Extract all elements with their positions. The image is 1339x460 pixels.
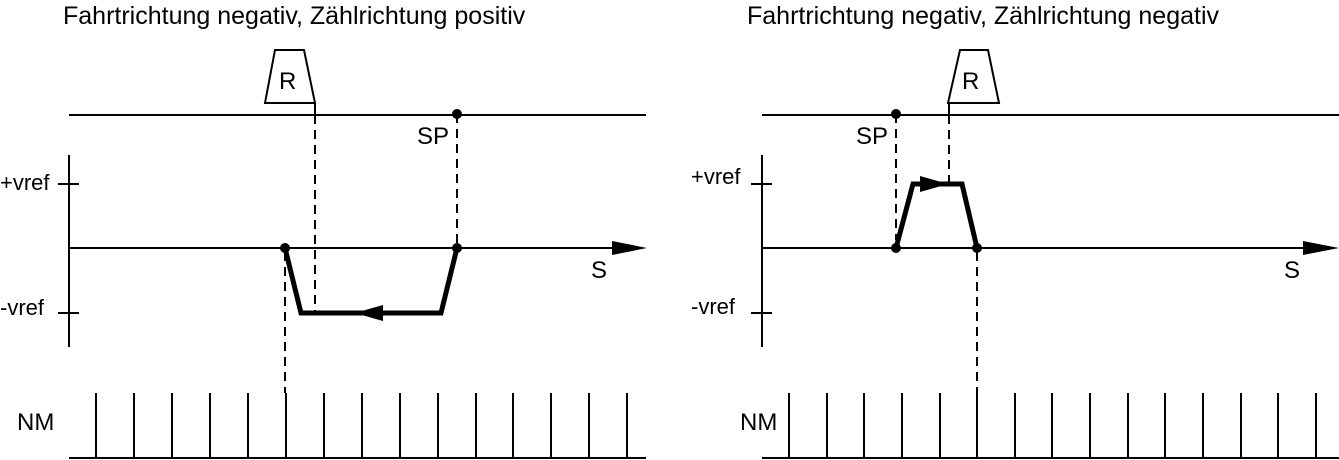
reference-cam: R: [946, 49, 1001, 104]
distance-axis-label: S: [1284, 257, 1300, 284]
direction-arrow-right-icon: [920, 176, 948, 192]
profile-start-dot: [891, 243, 901, 253]
velocity-profile: [893, 181, 980, 249]
pos-vref-label: +vref: [691, 164, 741, 189]
profile-end-dot: [280, 243, 290, 253]
panel-title: Fahrtrichtung negativ, Zählrichtung nega…: [747, 2, 1220, 30]
panel-title: Fahrtrichtung negativ, Zählrichtung posi…: [63, 2, 526, 30]
zero-mark-label: NM: [17, 409, 54, 436]
profile-start-dot: [452, 243, 462, 253]
distance-axis-arrow-icon: [612, 241, 647, 255]
reference-cam-shape: [946, 49, 1001, 104]
reference-cam-label: R: [962, 68, 979, 95]
switch-point-label: SP: [417, 123, 449, 150]
zero-mark-ticks: [788, 393, 1317, 458]
switch-point-label: SP: [856, 123, 888, 150]
panel-left: Fahrtrichtung negativ, Zählrichtung posi…: [0, 2, 647, 459]
profile-end-dot: [972, 243, 982, 253]
neg-vref-label: -vref: [691, 294, 736, 319]
distance-axis-arrow-icon: [1303, 241, 1339, 255]
zero-mark-label: NM: [740, 409, 777, 436]
direction-arrow-left-icon: [355, 305, 383, 321]
distance-axis-label: S: [591, 257, 607, 284]
velocity-profile: [282, 247, 460, 316]
zero-mark-ticks: [95, 393, 628, 458]
panel-right: Fahrtrichtung negativ, Zählrichtung nega…: [691, 2, 1339, 459]
reference-cam: R: [263, 49, 317, 104]
reference-cam-label: R: [279, 68, 296, 95]
pos-vref-label: +vref: [0, 170, 50, 195]
neg-vref-label: -vref: [0, 295, 45, 320]
